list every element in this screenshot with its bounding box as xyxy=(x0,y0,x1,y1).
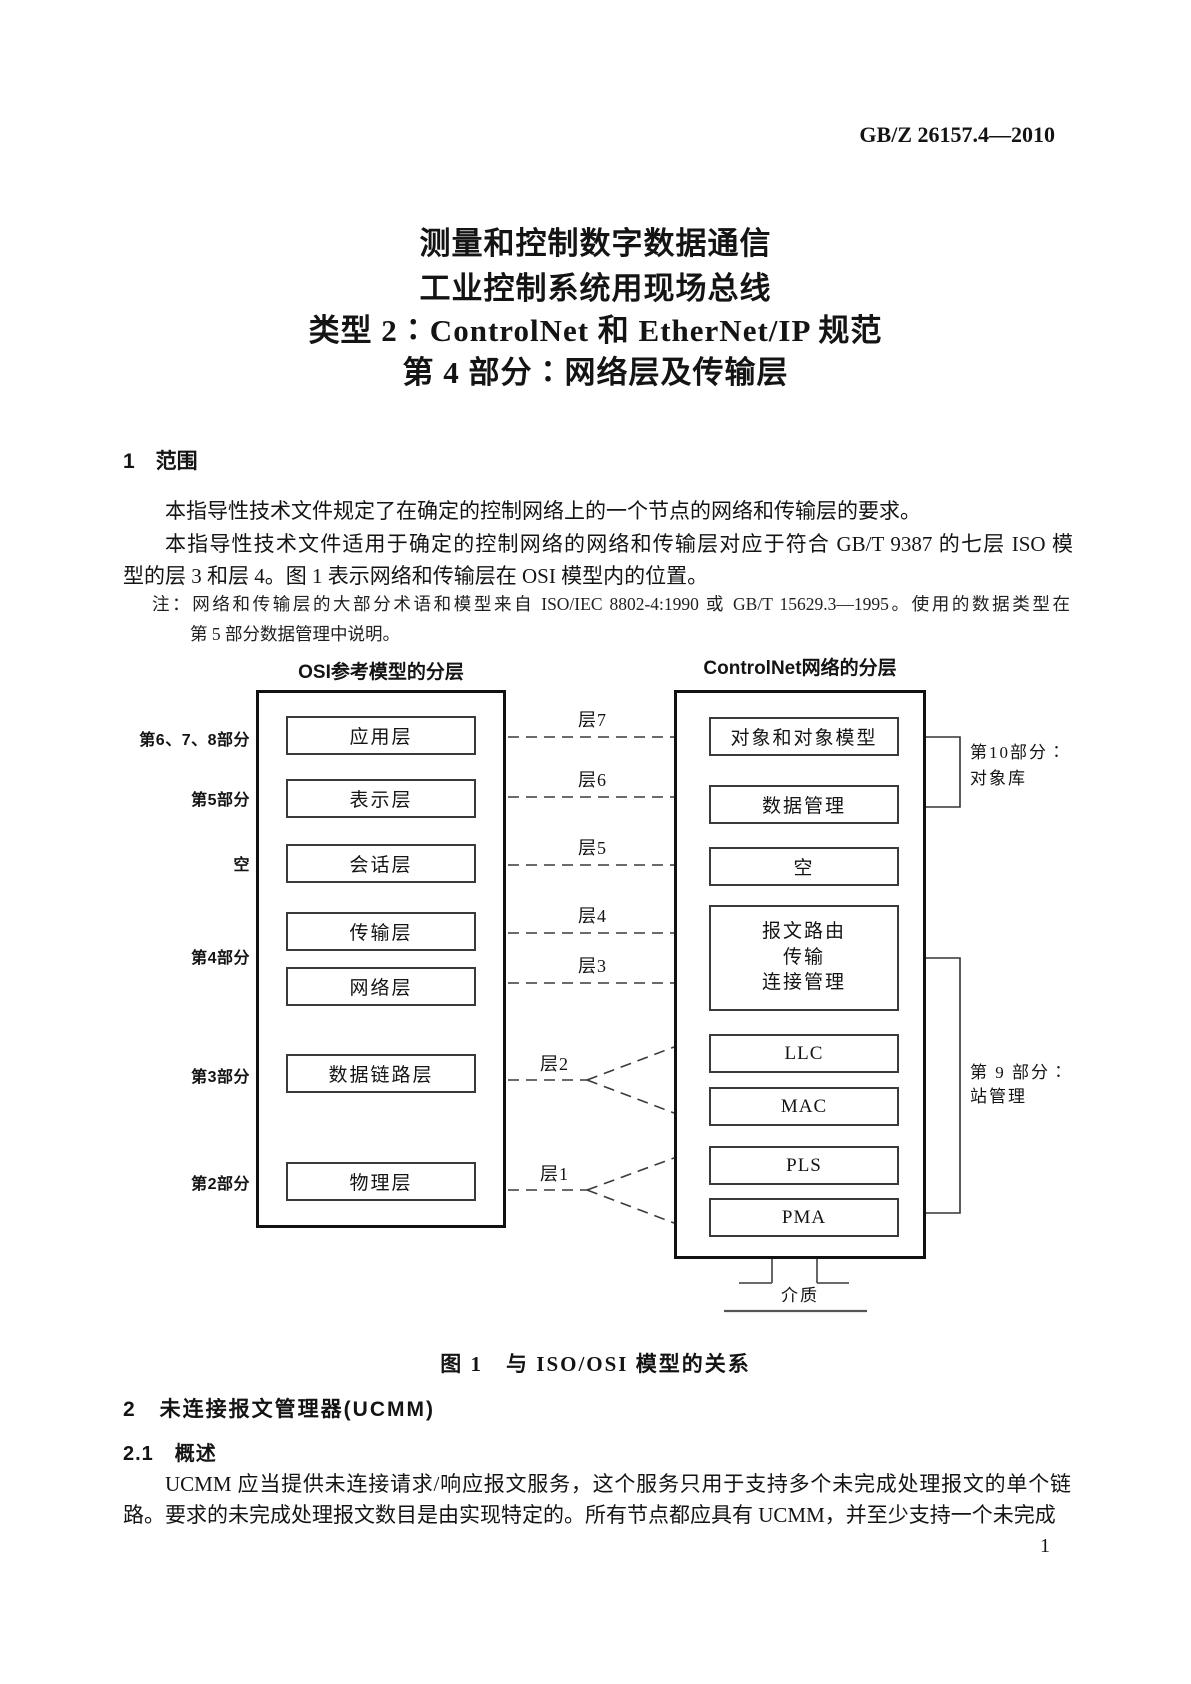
part-label-4: 第4部分 xyxy=(191,950,250,967)
controlnet-box-llc: LLC xyxy=(709,1034,899,1073)
osi-layer-box-presentation: 表示层 xyxy=(286,779,476,818)
layer-label-7: 层7 xyxy=(578,710,607,730)
controlnet-box-data-management: 数据管理 xyxy=(709,785,899,824)
section-2-1-heading: 2.1 概述 xyxy=(123,1443,217,1465)
layer-label-5: 层5 xyxy=(578,838,607,858)
doc-number: GB/Z 26157.4—2010 xyxy=(859,122,1055,147)
layer-label-1: 层1 xyxy=(540,1164,569,1184)
section-1-note-line-2: 第 5 部分数据管理中说明。 xyxy=(190,624,400,644)
layer-label-4: 层4 xyxy=(578,906,607,926)
controlnet-column-title: ControlNet网络的分层 xyxy=(703,658,897,679)
osi-stack-frame xyxy=(256,690,506,1228)
controlnet-box-mac: MAC xyxy=(709,1087,899,1126)
part10-label-line-2: 对象库 xyxy=(970,769,1027,788)
section-1-note-line-1: 注：网络和传输层的大部分术语和模型来自 ISO/IEC 8802-4:1990 … xyxy=(152,594,1070,614)
router-box-line-3: 连接管理 xyxy=(761,972,846,994)
section-2-1-paragraph-line-1: UCMM 应当提供未连接请求/响应报文服务，这个服务只用于支持多个未完成处理报文… xyxy=(165,1472,1071,1496)
part9-label-line-1: 第 9 部分∶ xyxy=(970,1063,1069,1082)
section-1-paragraph-2-line-2: 型的层 3 和层 4。图 1 表示网络和传输层在 OSI 模型内的位置。 xyxy=(123,564,709,588)
layer-dashed-lines xyxy=(508,736,675,1224)
router-box-line-1: 报文路由 xyxy=(761,921,846,942)
figure-caption: 图 1 与 ISO/OSI 模型的关系 xyxy=(440,1352,751,1376)
part-label-6-7-8: 第6、7、8部分 xyxy=(139,732,250,749)
controlnet-box-pma: PMA xyxy=(709,1198,899,1237)
osi-layer-box-application: 应用层 xyxy=(286,716,476,755)
controlnet-box-message-routing: 报文路由 传输 连接管理 xyxy=(709,905,899,1011)
doc-title-line-1: 测量和控制数字数据通信 xyxy=(419,226,772,261)
osi-layer-box-session: 会话层 xyxy=(286,844,476,883)
part9-label-line-2: 站管理 xyxy=(970,1087,1027,1106)
part9-bracket xyxy=(926,957,961,1214)
part10-label-line-1: 第10部分∶ xyxy=(970,743,1067,762)
doc-title-line-4: 第 4 部分∶网络层及传输层 xyxy=(402,355,789,390)
section-1-heading: 1 范围 xyxy=(123,450,198,473)
page-number: 1 xyxy=(1040,1535,1050,1557)
doc-title-line-2: 工业控制系统用现场总线 xyxy=(419,271,772,306)
section-1-paragraph-1: 本指导性技术文件规定了在确定的控制网络上的一个节点的网络和传输层的要求。 xyxy=(165,499,921,523)
section-1-paragraph-2-line-1: 本指导性技术文件适用于确定的控制网络的网络和传输层对应于符合 GB/T 9387… xyxy=(165,532,1073,556)
layer-label-6: 层6 xyxy=(578,770,607,790)
controlnet-stack-frame xyxy=(674,690,926,1259)
medium-taps xyxy=(724,1259,867,1313)
medium-label: 介质 xyxy=(781,1286,819,1305)
part-label-empty: 空 xyxy=(233,857,250,874)
layer-label-3: 层3 xyxy=(578,956,607,976)
osi-layer-box-physical: 物理层 xyxy=(286,1162,476,1201)
controlnet-box-objects: 对象和对象模型 xyxy=(709,717,899,756)
part-label-5: 第5部分 xyxy=(191,792,250,809)
osi-column-title: OSI参考模型的分层 xyxy=(298,662,464,683)
layer-label-2: 层2 xyxy=(540,1054,569,1074)
section-2-1-paragraph-line-2: 路。要求的未完成处理报文数目是由实现特定的。所有节点都应具有 UCMM，并至少支… xyxy=(123,1503,1056,1527)
part-label-3: 第3部分 xyxy=(191,1069,250,1086)
osi-layer-box-transport: 传输层 xyxy=(286,912,476,951)
controlnet-box-empty: 空 xyxy=(709,847,899,886)
osi-layer-box-network: 网络层 xyxy=(286,967,476,1006)
section-2-heading: 2 未连接报文管理器(UCMM) xyxy=(123,1398,435,1421)
router-box-line-2: 传输 xyxy=(782,946,825,968)
doc-title-line-3: 类型 2∶ControlNet 和 EtherNet/IP 规范 xyxy=(308,313,883,348)
controlnet-box-pls: PLS xyxy=(709,1146,899,1185)
part-label-2: 第2部分 xyxy=(191,1176,250,1193)
part10-bracket xyxy=(926,736,961,808)
osi-layer-box-datalink: 数据链路层 xyxy=(286,1054,476,1093)
